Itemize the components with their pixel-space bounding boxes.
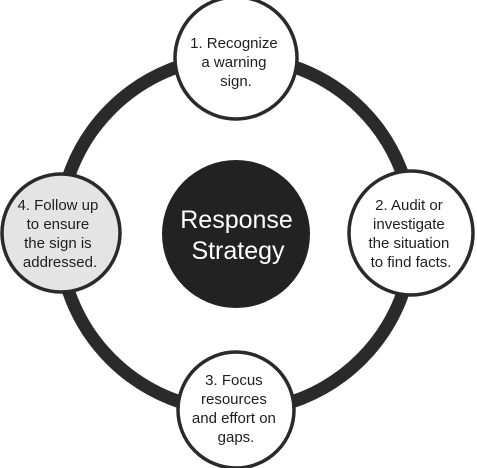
step-4-line-3: the sign is [24, 235, 92, 252]
step-1-line-3: sign. [220, 73, 252, 90]
center-circle [162, 160, 310, 308]
step-3-line-4: gaps. [218, 429, 255, 446]
step-4-circle [0, 172, 122, 294]
step-4-line-4: addressed. [23, 254, 97, 271]
step-3-node: 3. Focus resources and effort on gaps. [176, 350, 296, 468]
step-2-line-4: to find facts. [371, 254, 452, 271]
step-1-line-2: a warning [201, 54, 266, 71]
step-4-line-2: to ensure [27, 216, 90, 233]
step-2-label: 2. Audit or investigate the situation to… [368, 197, 453, 271]
step-2-circle [347, 169, 475, 297]
step-1-node: 1. Recognize a warning sign. [173, 0, 299, 121]
step-4-line-1: 4. Follow up [17, 197, 98, 214]
step-4-label: 4. Follow up to ensure the sign is addre… [17, 197, 102, 271]
step-3-line-1: 3. Focus [205, 372, 263, 389]
step-4-node: 4. Follow up to ensure the sign is addre… [0, 172, 122, 294]
step-3-label: 3. Focus resources and effort on gaps. [192, 372, 280, 446]
step-3-line-3: and effort on [192, 410, 276, 427]
step-2-line-3: the situation [368, 235, 449, 252]
step-1-line-1: 1. Recognize [190, 35, 278, 52]
center-label-line-1: Response [180, 206, 293, 234]
center-label-line-2: Strategy [191, 237, 285, 265]
step-2-line-2: investigate [373, 216, 445, 233]
step-1-label: 1. Recognize a warning sign. [190, 35, 282, 90]
step-2-node: 2. Audit or investigate the situation to… [347, 169, 475, 297]
center-node: Response Strategy [162, 160, 310, 308]
step-3-line-2: resources [201, 391, 267, 408]
step-3-circle [176, 350, 296, 468]
step-2-line-1: 2. Audit or [375, 197, 443, 214]
center-label: Response Strategy [180, 206, 300, 265]
step-1-circle [173, 0, 299, 121]
